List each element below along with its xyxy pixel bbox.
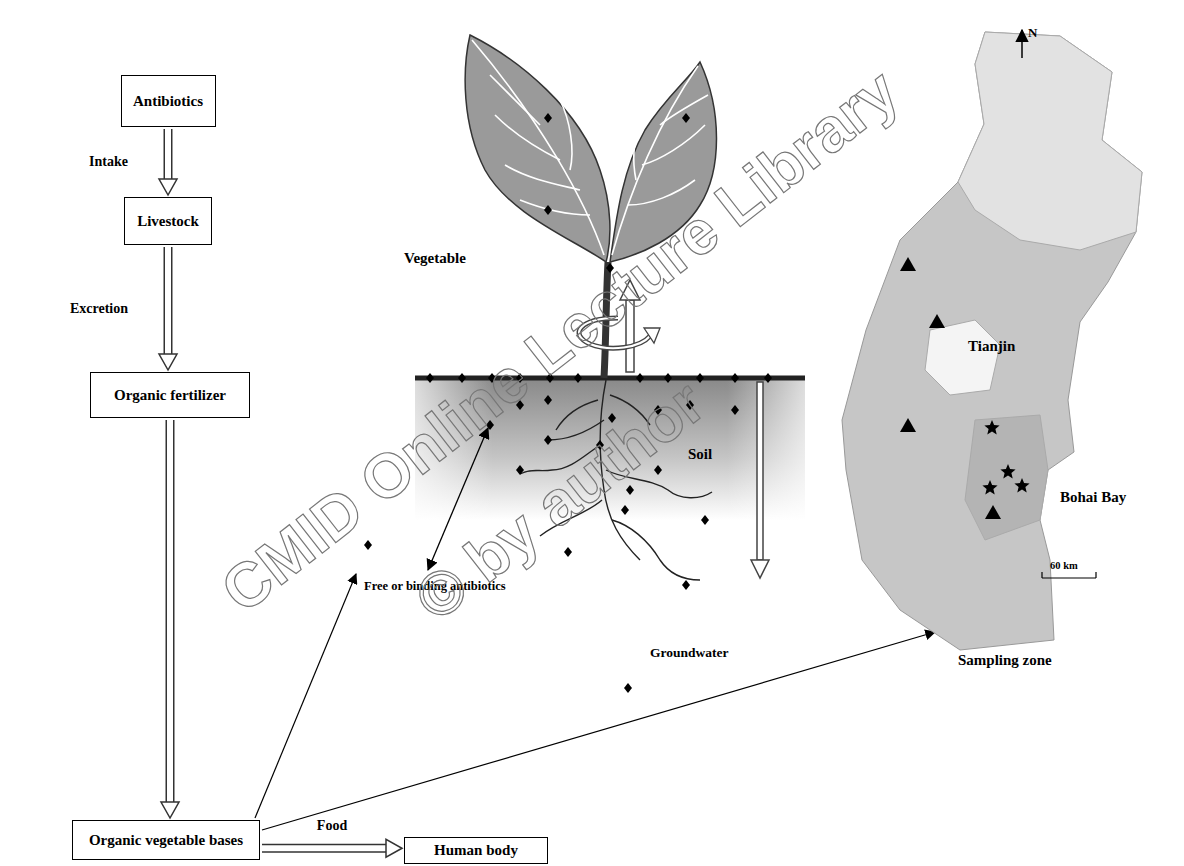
process-box: Organic vegetable bases [72, 820, 260, 860]
flow-arrow [161, 420, 179, 818]
edge-label: Excretion [68, 301, 130, 317]
map-urban [925, 320, 1000, 395]
box-text: Organic fertilizer [114, 387, 226, 404]
north-arrow [1021, 30, 1023, 58]
process-box: Human body [404, 837, 548, 864]
arrow-shaft [164, 247, 173, 354]
figure-label: Bohai Bay [1060, 489, 1126, 506]
scale-bar [1042, 572, 1096, 578]
figure-label: Vegetable [404, 250, 466, 267]
leader-arrow [262, 632, 935, 830]
edge-label: Food [315, 818, 349, 834]
flow-arrow [159, 129, 177, 195]
figure-label: N [1028, 26, 1037, 40]
process-box: Organic fertilizer [90, 372, 250, 418]
figure-label: Soil [688, 446, 712, 463]
leaching-arrow [757, 382, 763, 560]
box-text: Livestock [137, 213, 199, 230]
circulation-arrow-head [644, 328, 660, 343]
leaching-arrow-head [751, 560, 769, 578]
process-box: Livestock [124, 197, 212, 245]
figure-label: Groundwater [650, 646, 729, 661]
arrow-shaft [164, 129, 173, 179]
figure-label: 60 km [1050, 560, 1078, 572]
sampling-sites [900, 257, 1001, 519]
arrow-head [386, 839, 402, 857]
arrow-shaft [262, 844, 386, 853]
left-leaf [465, 35, 610, 262]
flow-arrow [262, 839, 402, 857]
box-text: Human body [434, 842, 518, 859]
arrow-shaft [166, 420, 175, 802]
box-text: Organic vegetable bases [89, 832, 243, 849]
edge-label: Intake [87, 154, 130, 170]
sampling-stars [982, 420, 1029, 495]
arrow-shaft-inner [167, 420, 173, 802]
arrow-shaft-inner [165, 129, 171, 179]
arrow-shaft-inner [262, 845, 386, 851]
arrow-head [159, 354, 177, 370]
figure-label: Sampling zone [958, 652, 1052, 669]
flow-arrow [159, 247, 177, 370]
process-box: Antibiotics [121, 75, 216, 127]
arrow-head [159, 179, 177, 195]
map-north [958, 32, 1142, 250]
arrow-head [161, 802, 179, 818]
map-coast [965, 415, 1048, 540]
arrow-shaft-inner [165, 247, 171, 354]
box-text: Antibiotics [133, 93, 203, 110]
figure-label: Tianjin [968, 338, 1015, 355]
